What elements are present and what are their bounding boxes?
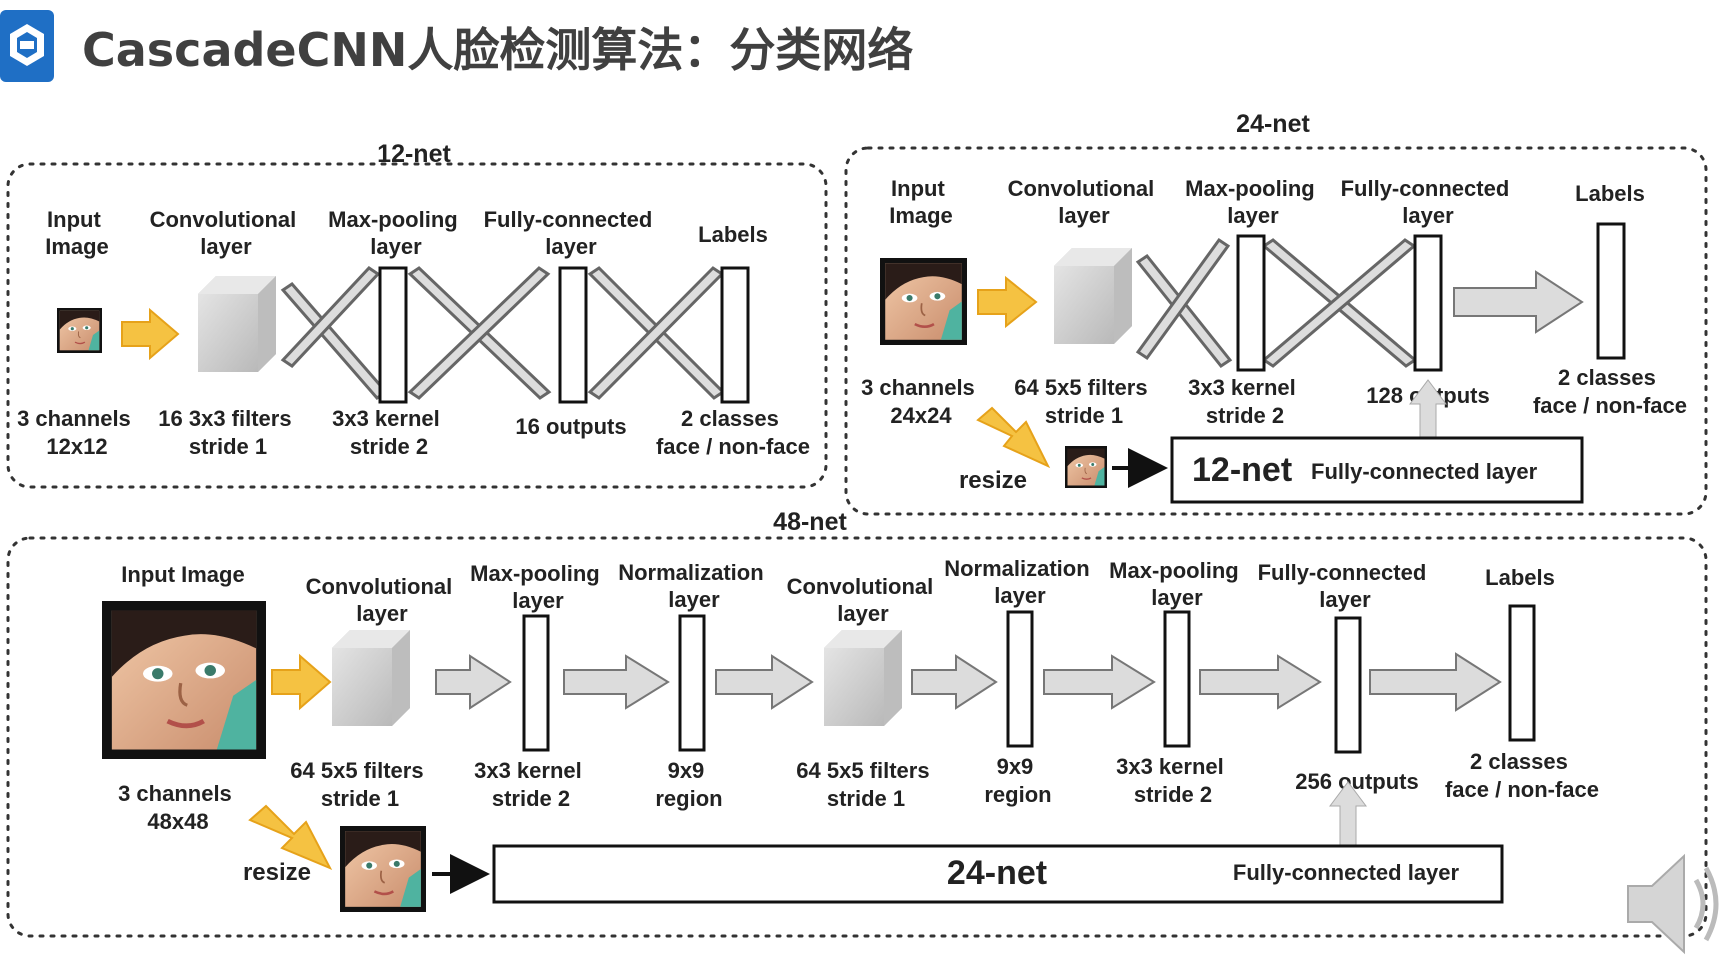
net48-norm1-layer [678, 614, 706, 752]
net24-conv-header: Convolutional layer [1008, 176, 1161, 228]
net12-panel: 12-net Input Image Convolutional layer M… [6, 140, 828, 489]
net12-labels-layer [720, 266, 750, 404]
net48-norm2-caption: 9x9 region [984, 754, 1051, 807]
net24-resize-label: resize [959, 467, 1027, 494]
net48-norm2-layer [1006, 610, 1034, 748]
net12-input-caption: 3 channels 12x12 [17, 406, 137, 459]
net48-conv1-header: Convolutional layer [306, 574, 459, 626]
net48-gray-arrow-6 [1199, 654, 1322, 710]
net12-conv-header: Convolutional layer [150, 207, 303, 259]
net48-input-caption: 3 channels 48x48 [118, 781, 238, 834]
net12-labels-header: Labels [698, 222, 768, 247]
net24-yellow-arrow [977, 275, 1038, 329]
net24-resize-arrow [976, 406, 1051, 469]
net24-connections [1135, 237, 1418, 369]
net12-conv-cube [198, 276, 276, 372]
net24-labels-layer [1596, 222, 1626, 360]
net48-pool1-caption: 3x3 kernel stride 2 [474, 758, 588, 811]
net24-subnet-layer: Fully-connected layer [1311, 459, 1538, 484]
net48-gray-arrow-2 [563, 654, 670, 710]
net48-norm2-header: Normalization layer [944, 556, 1096, 608]
net48-conv1-caption: 64 5x5 filters stride 1 [290, 758, 429, 811]
net48-panel: 48-net Input Image Convolutional layer M… [6, 508, 1708, 938]
net24-fc-header: Fully-connected layer [1341, 176, 1516, 228]
net24-subnet-box [1170, 436, 1584, 504]
net12-pool-layer [378, 266, 408, 404]
net48-title: 48-net [773, 508, 847, 536]
net48-yellow-arrow [271, 653, 332, 711]
net24-input-header: Input Image [889, 176, 953, 228]
net24-title: 24-net [1236, 110, 1310, 138]
net48-fc-caption: 256 outputs [1295, 769, 1418, 794]
net12-title: 12-net [377, 140, 451, 168]
page-title: CascadeCNN人脸检测算法：分类网络 [82, 23, 914, 77]
net24-pool-layer [1236, 234, 1266, 372]
net48-resize-face-image [338, 824, 428, 914]
net24-conv-caption: 64 5x5 filters stride 1 [1014, 375, 1153, 428]
net24-resize-face-image [1064, 445, 1108, 489]
net48-conv2-caption: 64 5x5 filters stride 1 [796, 758, 935, 811]
net12-conv-caption: 16 3x3 filters stride 1 [158, 406, 297, 459]
slide-header: CascadeCNN人脸检测算法：分类网络 [0, 0, 1722, 100]
net48-labels-caption: 2 classes face / non-face [1445, 749, 1599, 802]
net12-connections [280, 266, 726, 400]
net24-pool-header: Max-pooling layer [1185, 176, 1321, 228]
net12-labels-caption: 2 classes face / non-face [656, 406, 810, 459]
net48-labels-layer [1508, 604, 1536, 742]
net12-input-face-image [56, 307, 103, 354]
net24-input-face-image [878, 256, 969, 347]
net48-subnet-name: 24-net [947, 854, 1047, 892]
net48-subnet-layer: Fully-connected layer [1233, 860, 1460, 885]
speaker-icon[interactable] [1622, 840, 1722, 966]
net48-fc-layer [1334, 616, 1362, 754]
net48-input-face-image [102, 601, 266, 759]
net12-pool-caption: 3x3 kernel stride 2 [332, 406, 446, 459]
net48-conv2-header: Convolutional layer [787, 574, 940, 626]
net48-fc-header: Fully-connected layer [1258, 560, 1433, 612]
net12-fc-caption: 16 outputs [515, 414, 626, 439]
net48-subnet-box [492, 844, 1504, 904]
net48-conv1-cube [332, 630, 410, 726]
blue-hexagon-logo-icon [0, 10, 54, 82]
net48-pool2-caption: 3x3 kernel stride 2 [1116, 754, 1230, 807]
net48-norm1-header: Normalization layer [618, 560, 770, 612]
net48-pool1-layer [522, 614, 550, 752]
net48-gray-arrow-3 [715, 654, 814, 710]
net48-conv2-cube [824, 630, 902, 726]
net12-frame [6, 162, 828, 489]
net48-input-header: Input Image [121, 562, 244, 587]
net12-fc-header: Fully-connected layer [484, 207, 659, 259]
net24-conv-cube [1054, 248, 1132, 344]
net24-panel: 24-net Input Image Convolutional layer M… [844, 110, 1708, 516]
net48-resize-label: resize [243, 859, 311, 886]
net12-fc-layer [558, 266, 588, 404]
net24-subnet-name: 12-net [1192, 451, 1292, 489]
net48-frame [6, 536, 1708, 938]
net12-input-header: Input Image [45, 207, 109, 259]
net12-pool-header: Max-pooling layer [328, 207, 464, 259]
net24-labels-caption: 2 classes face / non-face [1533, 365, 1687, 418]
net48-gray-arrow-1 [435, 654, 512, 710]
net48-norm1-caption: 9x9 region [655, 758, 722, 811]
net48-gray-arrow-4 [911, 654, 998, 710]
net12-yellow-arrow [121, 307, 180, 361]
net24-gray-arrow [1453, 270, 1584, 334]
net24-labels-header: Labels [1575, 181, 1645, 206]
net48-resize-arrow [248, 804, 333, 870]
net24-pool-caption: 3x3 kernel stride 2 [1188, 375, 1302, 428]
net48-gray-arrow-7 [1369, 652, 1502, 712]
net48-pool2-layer [1163, 610, 1191, 748]
net24-frame [844, 146, 1708, 516]
net48-gray-arrow-5 [1043, 654, 1156, 710]
net24-fc-layer [1413, 234, 1443, 372]
net24-input-caption: 3 channels 24x24 [861, 375, 981, 428]
net48-pool2-header: Max-pooling layer [1109, 558, 1245, 610]
net48-labels-header: Labels [1485, 565, 1555, 590]
net48-pool1-header: Max-pooling layer [470, 561, 606, 613]
